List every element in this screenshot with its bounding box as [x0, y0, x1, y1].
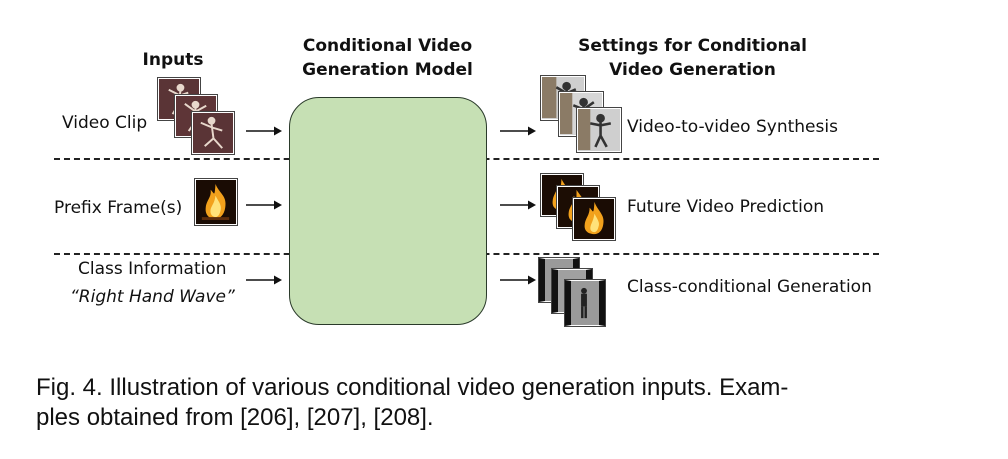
caption-line-2: ples obtained from [206], [207], [208].	[36, 404, 434, 431]
synthesis-frame-3	[577, 108, 621, 152]
arrow-input-1	[246, 126, 282, 136]
output-label-video-to-video-synthesis: Video-to-video Synthesis	[627, 117, 838, 137]
arrow-input-3	[246, 275, 282, 285]
caption-line-1: Fig. 4. Illustration of various conditio…	[36, 374, 789, 401]
arrow-input-2	[246, 200, 282, 210]
model-header-line2: Generation Model	[302, 60, 473, 80]
fire-frame-3	[573, 198, 615, 240]
arrow-output-1	[500, 126, 536, 136]
input-label-prefix-frames: Prefix Frame(s)	[54, 198, 183, 218]
prediction-thumbnail-stack	[541, 174, 623, 244]
input-label-class-information: Class Information	[78, 259, 227, 279]
video-clip-thumbnail-stack	[158, 78, 238, 156]
settings-header-line2: Video Generation	[609, 60, 776, 80]
class-frame-3	[565, 280, 605, 326]
figure-caption: Fig. 4. Illustration of various conditio…	[36, 373, 966, 433]
settings-header: Settings for Conditional Video Generatio…	[560, 34, 825, 82]
output-label-future-video-prediction: Future Video Prediction	[627, 197, 825, 217]
inputs-header: Inputs	[142, 50, 204, 70]
output-label-class-conditional-generation: Class-conditional Generation	[627, 277, 872, 297]
synthesis-thumbnail-stack	[541, 76, 625, 154]
arrow-output-2	[500, 200, 536, 210]
arrow-output-3	[500, 275, 536, 285]
settings-header-line1: Settings for Conditional	[578, 36, 807, 56]
model-header-line1: Conditional Video	[302, 36, 473, 56]
input-sublabel-right-hand-wave: “Right Hand Wave”	[70, 287, 235, 307]
model-box	[289, 97, 487, 325]
fire-frame-input	[195, 179, 237, 225]
dance-frame-3	[192, 112, 234, 154]
model-header: Conditional Video Generation Model	[280, 34, 495, 82]
class-generation-thumbnail-stack	[539, 258, 609, 332]
input-label-video-clip: Video Clip	[62, 113, 148, 133]
